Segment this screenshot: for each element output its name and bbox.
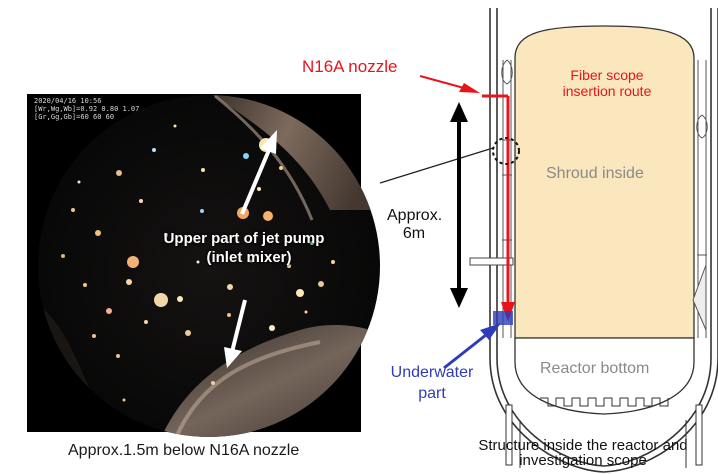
- photo-caption: Approx.1.5m below N16A nozzle: [68, 442, 300, 459]
- dimension-arrow-top: [450, 102, 468, 122]
- fiber-route: [482, 94, 510, 304]
- fiber-route-label-line2: insertion route: [562, 83, 652, 100]
- structure-label-line2: investigation scope: [519, 452, 647, 468]
- underwater-pointer: [443, 329, 492, 370]
- photo-arrows: [224, 130, 277, 368]
- reactor-bottom-area: [514, 337, 695, 415]
- camera-timestamp: 2020/04/16 10:56: [34, 97, 102, 105]
- underwater-label: Underwater part: [389, 364, 475, 404]
- inspection-circle: [492, 137, 520, 165]
- photo-label-line1: Upper part of jet pump: [163, 230, 325, 247]
- jet-pump-right: [692, 60, 708, 338]
- camera-gain: [Gr,Gg,Gb]=60 60 60: [34, 113, 115, 121]
- photo-label: Upper part of jet pump (inlet mixer): [127, 229, 361, 267]
- dimension-arrow-bottom: [450, 288, 468, 308]
- camera-white-balance: [Wr,Wg,Wb]=0.92 0.80 1.07: [34, 105, 140, 113]
- underwater-section: [493, 311, 513, 325]
- fiber-route-label-line1: Fiber scope: [570, 67, 644, 83]
- photo-label-line2: (inlet mixer): [206, 249, 292, 266]
- shroud-body: [514, 25, 695, 339]
- nozzle-pointer: [419, 75, 465, 89]
- distance-label: Approx. 6m: [387, 207, 443, 244]
- lower-structures: [505, 397, 703, 468]
- distance-label-line2: 6m: [402, 225, 426, 243]
- connector-line: [379, 147, 494, 184]
- structure-label: Structure inside the reactor and investi…: [451, 438, 715, 468]
- nozzle-label: N16A nozzle: [302, 57, 398, 76]
- platform-ledge: [469, 257, 514, 266]
- nozzle-pointer-arrowhead: [459, 83, 480, 93]
- camera-metadata: 2020/04/16 10:56 [Wr,Wg,Wb]=0.92 0.80 1.…: [34, 97, 139, 121]
- underwater-label-line1: Underwater: [390, 364, 474, 381]
- structure-label-line1: Structure inside the reactor and: [478, 438, 688, 454]
- shroud-label: Shroud inside: [546, 165, 644, 182]
- underwater-label-line2: part: [418, 385, 446, 403]
- jet-pump-left: [501, 59, 513, 338]
- fiber-route-label: Fiber scope insertion route: [562, 67, 652, 99]
- reactor-bottom-label: Reactor bottom: [540, 360, 650, 377]
- underwater-pointer-arrowhead: [480, 323, 501, 340]
- distance-label-line1: Approx.: [387, 207, 443, 224]
